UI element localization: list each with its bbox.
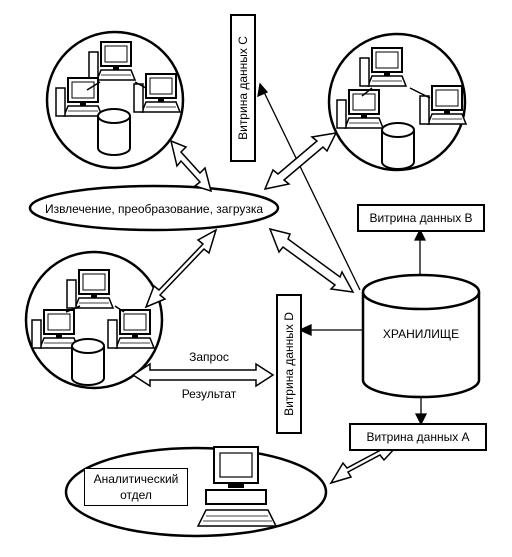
etl-process-label: Извлечение, преобразование, загрузка [45,202,263,216]
database-icon [381,122,415,170]
database-icon [71,338,105,386]
etl-process-ellipse [28,184,280,232]
workstation-icon [196,446,278,527]
data-mart-b-box: Витрина данных В [357,204,485,232]
request-label: Запрос [189,350,229,364]
data-mart-a-label: Витрина данных А [366,430,470,444]
block-arrows [131,132,398,485]
analytics-label-line1: Аналитический [93,472,179,486]
analytics-department-box: Аналитический отдел [84,468,188,506]
result-label: Результат [182,387,237,401]
network-node-top-left [45,30,185,170]
data-mart-a-box: Витрина данных А [349,423,487,451]
data-mart-c-box: Витрина данных С [230,14,256,162]
data-mart-d-label: Витрина данных D [282,312,296,416]
data-mart-b-label: Витрина данных В [369,211,473,225]
database-icon [97,108,131,156]
storage-label: ХРАНИЛИЩЕ [383,327,459,341]
thin-arrows [257,82,428,426]
network-node-top-right [327,32,467,172]
network-node-left [24,250,164,390]
data-mart-d-box: Витрина данных D [276,294,302,434]
analytics-label-line2: отдел [120,488,152,502]
storage-cylinder [361,273,481,399]
data-mart-c-label: Витрина данных С [236,36,250,140]
